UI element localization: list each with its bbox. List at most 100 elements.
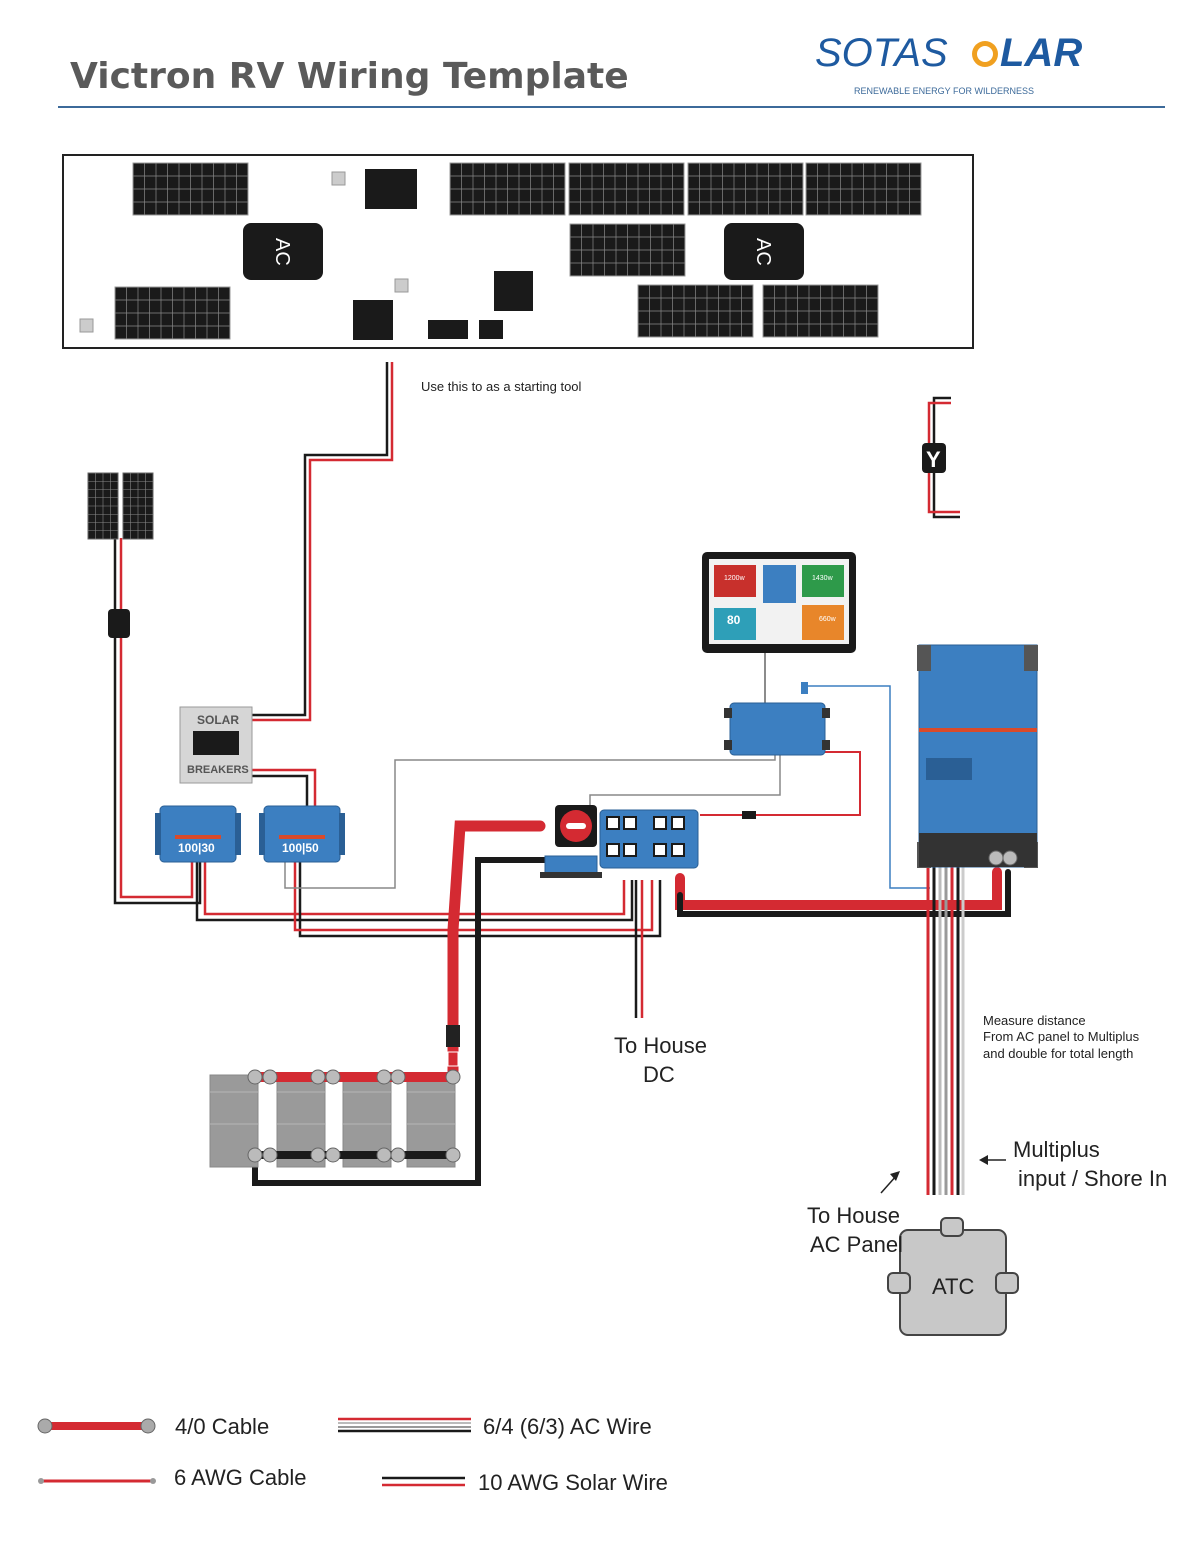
solar-breaker-box: SOLAR BREAKERS: [179, 706, 253, 784]
battery-terminal: [376, 1147, 392, 1163]
measure-note-2: From AC panel to Multiplus: [983, 1029, 1140, 1044]
ac-label-2: AC: [752, 238, 774, 266]
brand-left: SOTAS: [815, 31, 948, 75]
legend: 4/0 Cable 6/4 (6/3) AC Wire 6 AWG Cable …: [37, 1414, 668, 1495]
gx-touch-display: 1200w 1430w 80 660w: [702, 552, 856, 653]
mppt-charger-100-30: 100|30: [155, 805, 241, 863]
screen-value-4: 660w: [819, 616, 837, 623]
multiplus-inverter: [917, 644, 1038, 868]
inverter-cables: [675, 867, 1011, 917]
battery-terminal: [310, 1147, 326, 1163]
breaker-label-top: SOLAR: [197, 713, 239, 727]
roof-vent: [428, 320, 468, 339]
inline-fuse: [742, 811, 756, 819]
roof-solar-panel: [449, 162, 566, 216]
house-dc-label-1: To House: [614, 1033, 707, 1058]
page-title: Victron RV Wiring Template: [70, 56, 629, 97]
mppt1-model: 100|30: [178, 841, 215, 855]
roof-solar-panel: [114, 286, 231, 340]
roof-vent: [353, 300, 393, 340]
cerbo-power-wire: [700, 751, 861, 816]
lynx-lug: [606, 843, 620, 857]
battery-disconnect-switch: [555, 805, 597, 847]
roof-cap: [331, 171, 346, 186]
lynx-lug: [671, 843, 685, 857]
battery-terminal: [262, 1147, 278, 1163]
shore-label-1: Multiplus: [1013, 1137, 1100, 1162]
battery-terminal: [325, 1069, 341, 1085]
house-ac-label-1: To House: [807, 1203, 900, 1228]
legend-solar-wire-swatch: [382, 1476, 465, 1487]
measure-note-1: Measure distance: [983, 1013, 1086, 1028]
portable-solar-panels: [87, 472, 154, 540]
battery-to-switch-cable: [252, 820, 548, 1186]
breaker-label-bottom: BREAKERS: [187, 764, 249, 776]
house-ac-label-2: AC Panel: [810, 1232, 903, 1257]
shore-label-2: input / Shore In: [1018, 1166, 1167, 1191]
solar-wire-roof: [250, 362, 394, 722]
roof-solar-panel: [568, 162, 685, 216]
y-label: Y: [926, 447, 941, 472]
lynx-lug: [623, 843, 637, 857]
roof-solar-panel: [132, 162, 249, 216]
battery-terminal: [376, 1069, 392, 1085]
screen-value-1: 1200w: [724, 575, 746, 582]
battery-terminal: [445, 1069, 461, 1085]
starting-tool-note: Use this to as a starting tool: [421, 379, 582, 394]
roof-solar-panels: [114, 162, 922, 340]
legend-6awg: 6 AWG Cable: [174, 1465, 306, 1490]
atc-label: ATC: [932, 1274, 974, 1299]
sun-icon: [972, 41, 998, 67]
lynx-distributor: [599, 809, 699, 869]
roof-cap: [79, 318, 94, 333]
battery-terminal: [310, 1069, 326, 1085]
arrow-up-right-icon: [880, 1171, 900, 1194]
roof-solar-panel: [687, 162, 804, 216]
roof-vent: [365, 169, 417, 209]
battery-terminal: [247, 1147, 263, 1163]
ac-transfer-switch: ATC: [887, 1217, 1019, 1336]
battery-terminal: [390, 1147, 406, 1163]
mppt2-model: 100|50: [282, 841, 319, 855]
battery-terminal: [445, 1147, 461, 1163]
lynx-lug: [606, 816, 620, 830]
battery-fuse: [446, 1025, 460, 1067]
cerbo-gx: [724, 682, 830, 756]
legend-solar-wire: 10 AWG Solar Wire: [478, 1470, 668, 1495]
ac-unit-2: AC: [724, 223, 804, 280]
roof-vent: [479, 320, 503, 339]
legend-6awg-swatch: [38, 1478, 156, 1484]
screen-value-3: 80: [727, 613, 741, 627]
roof-solar-panel: [569, 223, 686, 277]
screen-value-2: 1430w: [812, 575, 834, 582]
house-dc-label-2: DC: [643, 1062, 675, 1087]
ac-label-1: AC: [271, 238, 293, 266]
solar-wire-portable: [113, 538, 202, 905]
y-connector-icon: Y: [922, 443, 946, 473]
lynx-lug: [671, 816, 685, 830]
battery-terminal: [390, 1069, 406, 1085]
battery-terminal: [262, 1069, 278, 1085]
legend-40-cable: 4/0 Cable: [175, 1414, 269, 1439]
battery-terminal: [325, 1147, 341, 1163]
roof-vent: [494, 271, 533, 311]
smartshunt: [540, 855, 602, 878]
roof-solar-panel: [762, 284, 879, 338]
ac-unit-1: AC: [243, 223, 323, 280]
roof-solar-panel: [805, 162, 922, 216]
roof-cap: [394, 278, 409, 293]
brand-logo: SOTAS LAR RENEWABLE ENERGY FOR WILDERNES…: [815, 31, 1082, 96]
legend-40-cable-swatch: [37, 1418, 156, 1434]
roof-solar-panel: [637, 284, 754, 338]
house-dc-wire: [634, 880, 644, 1018]
brand-right: LAR: [1000, 31, 1082, 75]
measure-note-3: and double for total length: [983, 1046, 1133, 1061]
lynx-lug: [653, 816, 667, 830]
legend-ac-wire-swatch: [338, 1417, 471, 1433]
lynx-lug: [623, 816, 637, 830]
brand-tagline: RENEWABLE ENERGY FOR WILDERNESS: [854, 86, 1034, 96]
lynx-lug: [653, 843, 667, 857]
battery-terminal: [247, 1069, 263, 1085]
mppt-charger-100-50: 100|50: [259, 805, 345, 863]
